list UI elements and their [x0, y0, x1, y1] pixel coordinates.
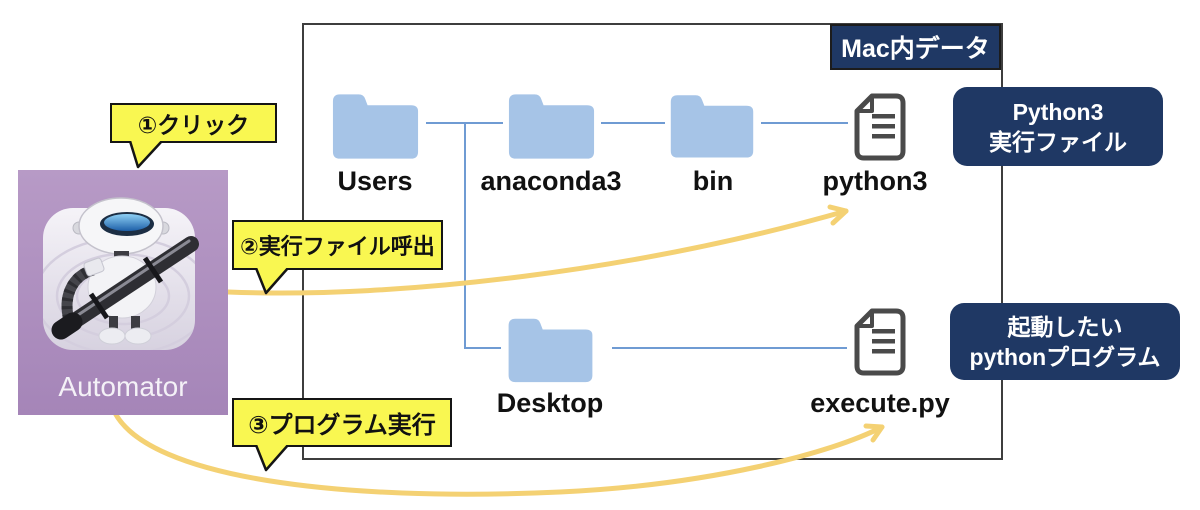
annotation-line: pythonプログラム: [969, 343, 1161, 370]
folder-icon-users: [332, 94, 419, 159]
folder-icon-bin: [670, 95, 754, 158]
callout-call-executable-tail: [254, 268, 289, 295]
file-icon-executepy: [854, 308, 906, 376]
annotation-line: 起動したい: [1007, 313, 1123, 340]
automator-app-tile: Automator: [18, 170, 228, 415]
node-label-anaconda3: anaconda3: [480, 166, 622, 196]
node-label-python3: python3: [822, 166, 928, 196]
callout-run-program-tail: [254, 445, 289, 472]
file-icon-python3: [854, 93, 906, 161]
callout-call-executable: ②実行ファイル呼出: [232, 220, 443, 270]
annotation-line: 実行ファイル: [989, 128, 1127, 155]
callout-click-tail: [128, 141, 163, 169]
annotation-line: Python3: [1012, 98, 1104, 125]
node-label-desktop: Desktop: [496, 388, 604, 418]
folder-icon-anaconda3: [508, 94, 595, 159]
node-label-executepy: execute.py: [810, 388, 950, 418]
automator-label: Automator: [58, 371, 188, 402]
automator-icon: [43, 197, 199, 350]
mac-data-label: Mac内データ: [830, 24, 1001, 70]
annotation-python3-executable: Python3 実行ファイル: [953, 87, 1163, 166]
folder-icon-desktop: [508, 318, 593, 383]
node-label-users: Users: [337, 166, 413, 196]
callout-click: ①クリック: [110, 103, 277, 143]
callout-run-program: ③プログラム実行: [232, 398, 452, 447]
annotation-python-program: 起動したい pythonプログラム: [950, 303, 1180, 380]
node-label-bin: bin: [692, 166, 734, 196]
